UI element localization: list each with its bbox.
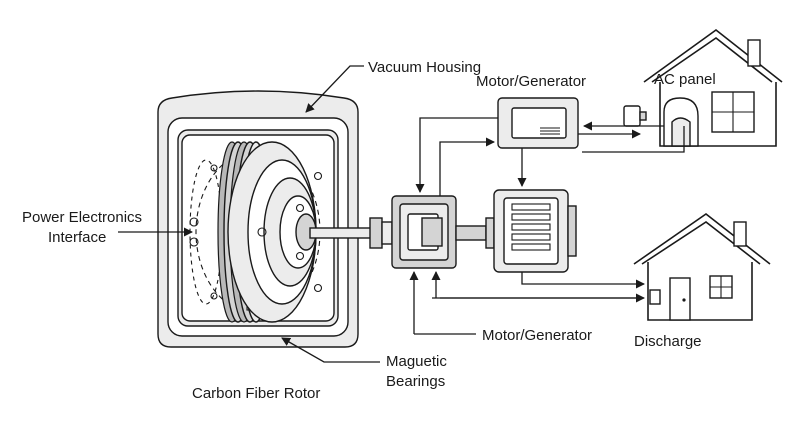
- top-motor-generator: [497, 97, 579, 149]
- label-carbon-fiber-rotor: Carbon Fiber Rotor: [192, 385, 320, 402]
- motor-grille: [511, 203, 551, 251]
- label-motor-generator-bottom: Motor/Generator: [482, 327, 592, 344]
- label-power-electronics: Power Electronics: [22, 209, 142, 226]
- discharge-house: [633, 213, 771, 321]
- connection-arrows: [118, 65, 685, 363]
- label-vacuum-housing: Vacuum Housing: [368, 59, 481, 76]
- right-motor: [485, 189, 577, 273]
- central-motor-generator: [391, 195, 487, 269]
- label-magnetic-bearings-line1: Maguetic: [386, 353, 447, 370]
- magnetic-markers: [189, 164, 323, 300]
- ac-panel-device: [623, 97, 699, 147]
- label-discharge: Discharge: [634, 333, 702, 350]
- ac-panel-house: [623, 28, 783, 147]
- label-magnetic-bearings-line2: Bearings: [386, 373, 445, 390]
- label-ac-panel: AC panel: [654, 71, 716, 88]
- label-power-electronics-interface: Interface: [48, 229, 106, 246]
- label-motor-generator-top: Motor/Generator: [476, 73, 586, 90]
- rotor-shaft: [309, 217, 393, 249]
